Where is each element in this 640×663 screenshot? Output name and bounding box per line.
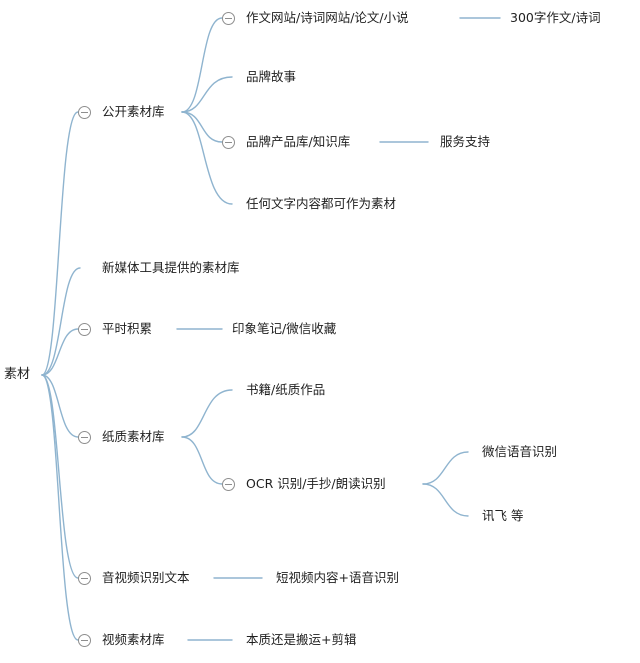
edge-paper-ocr: [181, 436, 223, 485]
collapse-icon[interactable]: [78, 634, 91, 647]
edge-public-product: [181, 111, 223, 143]
node-brand-product[interactable]: 品牌产品库/知识库: [246, 134, 351, 149]
node-paper[interactable]: 纸质素材库: [102, 429, 165, 444]
edge-root-newmedia: [41, 267, 81, 376]
edge-public-anytext: [181, 111, 233, 205]
node-av-text[interactable]: 音视频识别文本: [102, 570, 190, 585]
node-brand-story[interactable]: 品牌故事: [246, 69, 297, 84]
edge-paper-books: [181, 389, 233, 438]
edge-root-av: [41, 374, 79, 579]
node-sites[interactable]: 作文网站/诗词网站/论文/小说: [246, 10, 409, 25]
node-ocr[interactable]: OCR 识别/手抄/朗读识别: [246, 476, 386, 491]
collapse-icon[interactable]: [78, 106, 91, 119]
node-books[interactable]: 书籍/纸质作品: [246, 382, 326, 397]
node-edit[interactable]: 本质还是搬运+剪辑: [246, 632, 357, 647]
node-notes[interactable]: 印象笔记/微信收藏: [232, 321, 337, 336]
node-any-text[interactable]: 任何文字内容都可作为素材: [246, 196, 397, 211]
edge-root-video: [41, 374, 79, 641]
node-wechat-voice[interactable]: 微信语音识别: [482, 444, 558, 459]
collapse-icon[interactable]: [78, 431, 91, 444]
node-public-library[interactable]: 公开素材库: [102, 104, 165, 119]
edge-ocr-wechat: [422, 451, 469, 485]
node-xunfei[interactable]: 讯飞 等: [482, 508, 524, 523]
node-short-video[interactable]: 短视频内容+语音识别: [276, 570, 399, 585]
collapse-icon[interactable]: [222, 478, 235, 491]
edge-root-paper: [41, 374, 79, 438]
collapse-icon[interactable]: [78, 323, 91, 336]
edge-root-daily: [41, 328, 79, 376]
edge-root-public: [41, 111, 79, 376]
edge-public-sites: [181, 17, 223, 113]
edge-ocr-xunfei: [422, 483, 469, 517]
node-new-media[interactable]: 新媒体工具提供的素材库: [102, 260, 240, 275]
collapse-icon[interactable]: [78, 572, 91, 585]
node-video-library[interactable]: 视频素材库: [102, 632, 165, 647]
collapse-icon[interactable]: [222, 136, 235, 149]
collapse-icon[interactable]: [222, 12, 235, 25]
node-daily[interactable]: 平时积累: [102, 321, 153, 336]
node-service-support[interactable]: 服务支持: [440, 134, 491, 149]
edge-public-story: [181, 76, 233, 113]
node-essay-poetry[interactable]: 300字作文/诗词: [510, 10, 601, 25]
root-node-label: 素材: [4, 367, 31, 382]
